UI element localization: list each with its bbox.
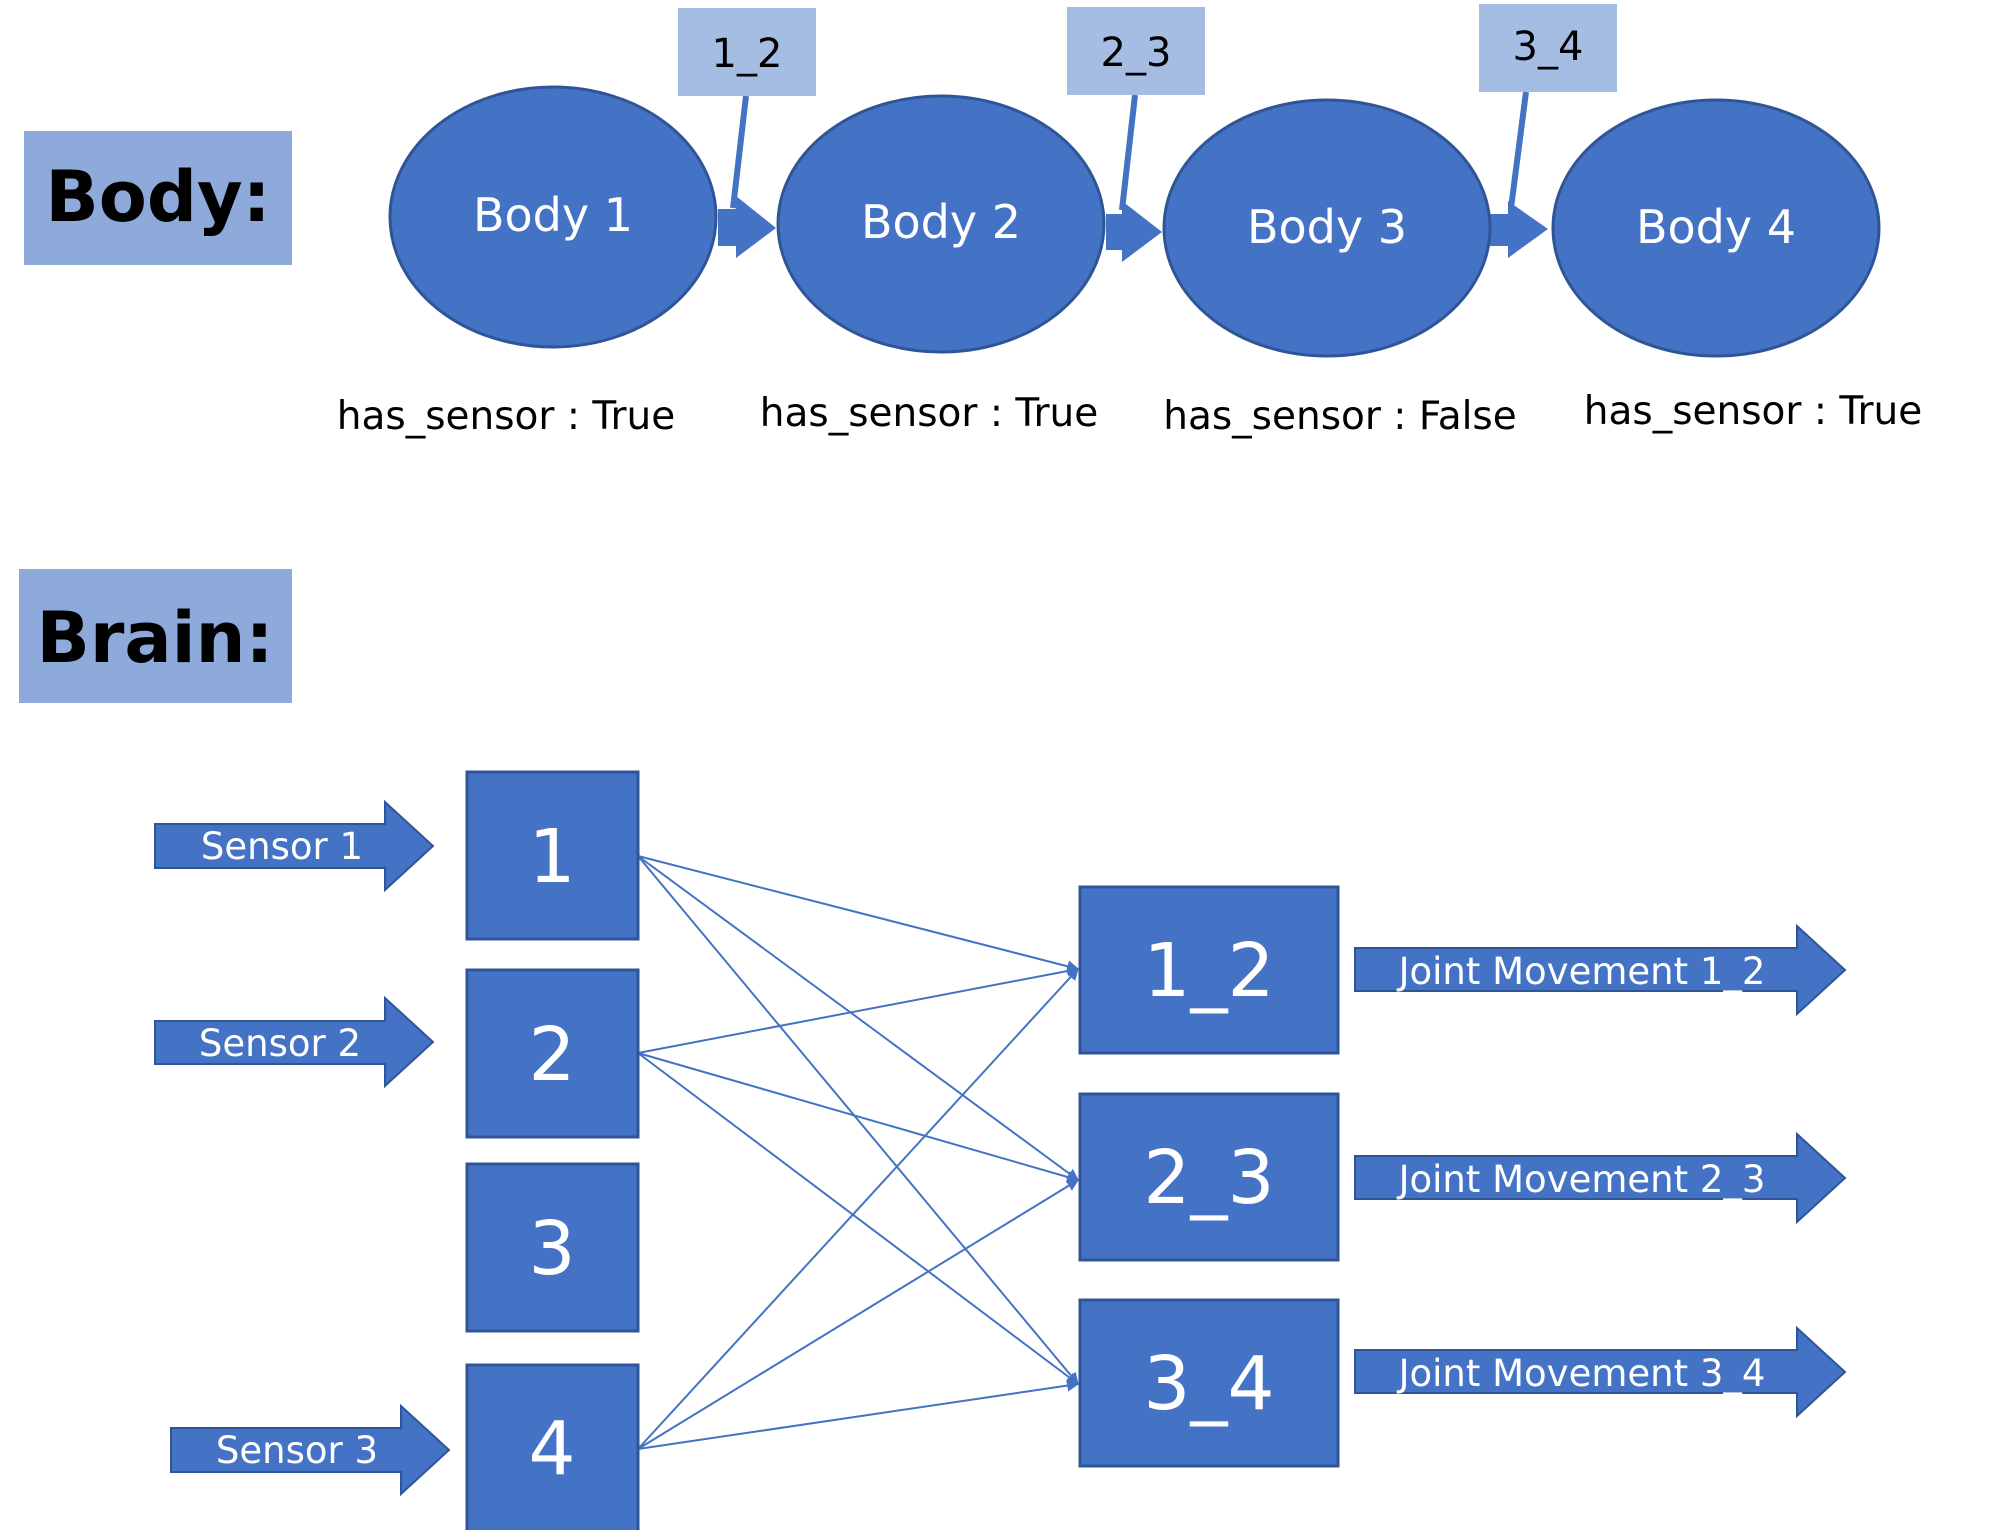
sensor-arrow-shape bbox=[154, 995, 435, 1089]
body-label: Body 3 bbox=[1247, 200, 1407, 254]
neuron-label: 3 bbox=[528, 1206, 575, 1292]
joint-tag-label: 3_4 bbox=[1513, 24, 1584, 70]
body-1-sensor-text: has_sensor : True bbox=[337, 394, 675, 439]
body-node-1: Body 1 bbox=[388, 85, 718, 349]
body-node-2: Body 2 bbox=[776, 94, 1106, 354]
joint-tag-1-2: 1_2 bbox=[678, 8, 816, 96]
body-section: Body: 1_2 2_3 3_4 Body 1 bbox=[24, 4, 1922, 439]
neuron-label: 2 bbox=[528, 1012, 575, 1098]
joint-tag-label: 1_2 bbox=[712, 31, 783, 77]
body-heading: Body: bbox=[45, 156, 270, 238]
synapse-edge bbox=[637, 968, 1079, 1450]
body-2-sensor-text: has_sensor : True bbox=[760, 391, 1098, 436]
body-link-arrow bbox=[1106, 201, 1162, 262]
body-label: Body 1 bbox=[473, 188, 633, 242]
sensor-arrow-label: Sensor 3 bbox=[216, 1429, 378, 1472]
body-label: Body 4 bbox=[1636, 200, 1796, 254]
brain-heading: Brain: bbox=[37, 597, 274, 679]
joint-tag-2-3: 2_3 bbox=[1067, 7, 1205, 95]
joint-leader-line bbox=[1119, 94, 1138, 211]
sensor-arrow-shape bbox=[154, 799, 435, 893]
synapse-edge bbox=[637, 855, 1079, 1181]
neuron-box bbox=[465, 1363, 640, 1530]
sensor-input-3: Sensor 3 bbox=[170, 1403, 451, 1497]
body-link-arrow bbox=[718, 196, 776, 258]
motor-arrow-shape bbox=[1354, 1131, 1847, 1225]
body-link-arrow bbox=[1490, 201, 1548, 258]
neuron-label: 1 bbox=[528, 814, 575, 900]
neuron-box bbox=[465, 770, 640, 941]
neuron-box bbox=[465, 968, 640, 1139]
neuron-label: 1_2 bbox=[1143, 928, 1274, 1014]
neuron-box bbox=[465, 1162, 640, 1333]
body-ellipse bbox=[776, 94, 1106, 354]
neuron-label: 2_3 bbox=[1143, 1135, 1274, 1221]
sensor-neuron-1: 1 bbox=[465, 770, 640, 941]
sensor-neuron-2: 2 bbox=[465, 968, 640, 1139]
motor-output-3-4: Joint Movement 3_4 bbox=[1354, 1325, 1847, 1419]
body-3-sensor-text: has_sensor : False bbox=[1163, 394, 1517, 439]
synapse-connections bbox=[637, 855, 1080, 1450]
sensor-input-2: Sensor 2 bbox=[154, 995, 435, 1089]
joint-leader-line bbox=[1508, 91, 1529, 209]
joint-leader-lines bbox=[730, 91, 1529, 211]
neuron-label: 3_4 bbox=[1143, 1341, 1274, 1427]
motor-neuron-2-3: 2_3 bbox=[1078, 1092, 1340, 1262]
motor-neuron-1-2: 1_2 bbox=[1078, 885, 1340, 1055]
brain-section: Brain: Sensor 1 Sensor 2 Sensor 3 bbox=[19, 569, 1847, 1530]
motor-arrow-label: Joint Movement 2_3 bbox=[1397, 1158, 1766, 1201]
body-node-4: Body 4 bbox=[1551, 98, 1881, 358]
body-node-3: Body 3 bbox=[1162, 98, 1492, 358]
synapse-edge bbox=[637, 965, 1080, 1054]
neuron-box bbox=[1078, 1298, 1340, 1468]
sensor-input-1: Sensor 1 bbox=[154, 799, 435, 893]
sensor-arrow-label: Sensor 1 bbox=[201, 825, 363, 868]
joint-tag-box bbox=[1479, 4, 1617, 92]
motor-output-2-3: Joint Movement 2_3 bbox=[1354, 1131, 1847, 1225]
sensor-arrow-shape bbox=[170, 1403, 451, 1497]
synapse-edge bbox=[637, 1052, 1079, 1385]
motor-arrow-shape bbox=[1354, 1325, 1847, 1419]
sensor-neuron-3: 3 bbox=[465, 1162, 640, 1333]
motor-arrow-label: Joint Movement 1_2 bbox=[1397, 950, 1766, 993]
motor-arrow-shape bbox=[1354, 923, 1847, 1017]
synapse-edge bbox=[637, 1052, 1080, 1183]
sensor-arrow-label: Sensor 2 bbox=[199, 1022, 361, 1065]
motor-neuron-3-4: 3_4 bbox=[1078, 1298, 1340, 1468]
body-ellipse bbox=[1162, 98, 1492, 358]
joint-tag-label: 2_3 bbox=[1101, 30, 1172, 76]
body-heading-box bbox=[24, 131, 292, 265]
synapse-edge bbox=[637, 1179, 1080, 1450]
synapse-edge bbox=[637, 855, 1079, 1385]
body-label: Body 2 bbox=[861, 195, 1021, 249]
neuron-box bbox=[1078, 885, 1340, 1055]
synapse-edge bbox=[637, 1379, 1080, 1450]
body-4-sensor-text: has_sensor : True bbox=[1584, 389, 1922, 434]
joint-leader-line bbox=[730, 95, 749, 209]
sensor-neuron-4: 4 bbox=[465, 1363, 640, 1530]
body-links bbox=[718, 196, 1548, 262]
neuron-label: 4 bbox=[528, 1406, 575, 1492]
body-ellipse bbox=[1551, 98, 1881, 358]
joint-tag-box bbox=[1067, 7, 1205, 95]
motor-output-1-2: Joint Movement 1_2 bbox=[1354, 923, 1847, 1017]
joint-tag-box bbox=[678, 8, 816, 96]
motor-arrow-label: Joint Movement 3_4 bbox=[1397, 1352, 1766, 1395]
neuron-box bbox=[1078, 1092, 1340, 1262]
body-ellipse bbox=[388, 85, 718, 349]
synapse-edge bbox=[637, 855, 1080, 973]
brain-heading-box bbox=[19, 569, 292, 703]
joint-tag-3-4: 3_4 bbox=[1479, 4, 1617, 92]
